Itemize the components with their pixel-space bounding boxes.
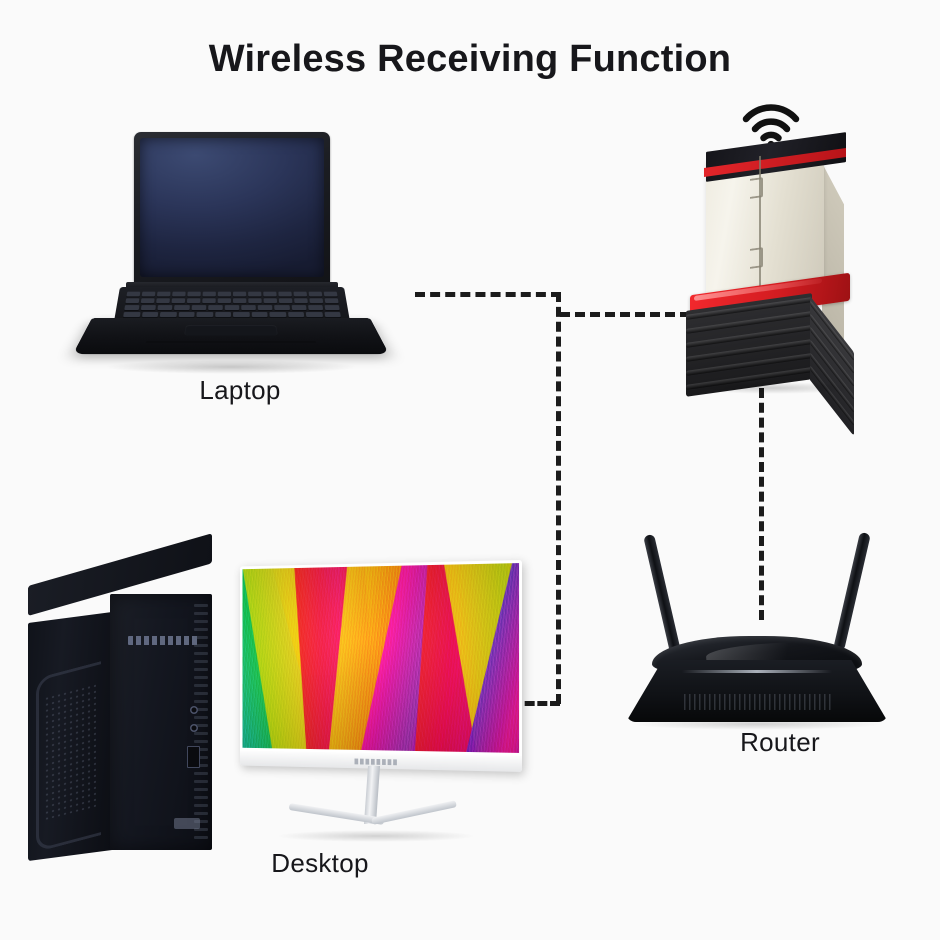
tower-brand-logo (128, 636, 200, 645)
label-router: Router (740, 727, 820, 757)
laptop-device (72, 132, 390, 374)
tower-badge (174, 818, 200, 829)
connector-trunk-vertical (556, 292, 561, 704)
connector-desktop-to-trunk (512, 701, 560, 706)
tower-audio-port (190, 706, 198, 714)
desktop-monitor (216, 560, 536, 842)
router-antenna-right (833, 531, 871, 652)
laptop-screen (140, 138, 324, 277)
laptop-hinge (126, 282, 338, 290)
router-vent-grille (684, 694, 832, 710)
tower-usb-port (187, 746, 200, 768)
router-shadow (630, 718, 884, 730)
desktop-device (16, 533, 536, 862)
tower-side-vents (194, 604, 208, 844)
laptop-trackpad (183, 325, 279, 336)
connector-laptop-to-trunk (415, 292, 561, 297)
label-laptop: Laptop (199, 375, 281, 405)
adapter-plug-notch-top (750, 177, 763, 199)
router-led-strip (682, 670, 832, 673)
tower-side-panel (28, 612, 112, 862)
monitor-bottom-bezel (239, 750, 522, 772)
laptop-base (72, 318, 390, 355)
tower-mesh-vent (44, 682, 96, 821)
laptop-keys (121, 291, 343, 325)
monitor-shadow (276, 830, 476, 842)
monitor-panel (239, 560, 522, 772)
tower-front-panel (110, 594, 212, 850)
adapter-plug-notch-bottom (750, 247, 763, 269)
connector-trunk-to-adapter (560, 312, 705, 317)
monitor-wallpaper (242, 563, 520, 753)
monitor-stand-leg-right (371, 800, 457, 825)
adapter-shadow (692, 382, 852, 394)
desktop-tower (28, 533, 213, 862)
label-desktop: Desktop (271, 848, 369, 878)
monitor-brand-logo (354, 758, 397, 766)
router-device (612, 508, 902, 730)
laptop-front-lip (145, 340, 317, 343)
page-title: Wireless Receiving Function (208, 38, 732, 80)
connector-adapter-to-router (759, 388, 764, 620)
adapter-body (686, 132, 868, 437)
laptop-lid (134, 132, 330, 284)
laptop-shadow (104, 360, 358, 374)
router-antenna-left (643, 533, 681, 654)
usb-wifi-adapter (686, 104, 868, 437)
tower-mic-port (190, 724, 198, 732)
